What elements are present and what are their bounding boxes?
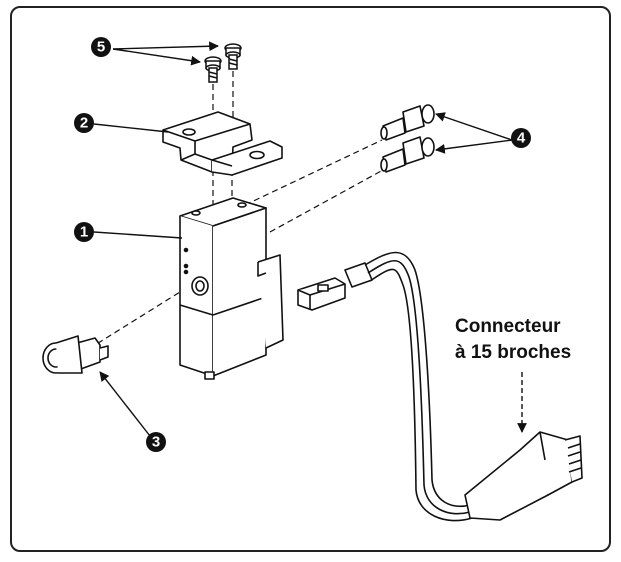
mounting-bracket <box>162 111 283 176</box>
silencer-fitting <box>42 335 109 374</box>
screw-right <box>224 43 242 70</box>
svg-text:1: 1 <box>80 224 88 241</box>
upper-fitting-1 <box>380 104 435 141</box>
valve-body <box>179 197 284 380</box>
svg-text:3: 3 <box>152 434 160 451</box>
svg-text:2: 2 <box>80 115 88 132</box>
callout-5: 5 <box>91 37 111 57</box>
upper-fitting-2 <box>380 136 435 173</box>
callout-1: 1 <box>74 222 94 242</box>
callout-3: 3 <box>146 432 166 452</box>
cable-harness <box>364 251 473 522</box>
leader-lines <box>93 41 527 437</box>
connector-15-pin <box>464 431 583 521</box>
diagram-frame <box>10 6 611 552</box>
connector-label-line1: Connecteur <box>455 316 561 337</box>
small-connector <box>297 262 373 311</box>
svg-text:5: 5 <box>97 39 105 56</box>
connector-label: Connecteur à 15 broches <box>455 314 571 366</box>
connector-label-line2: à 15 broches <box>455 342 572 363</box>
svg-text:4: 4 <box>517 130 526 147</box>
callout-2: 2 <box>74 113 94 133</box>
callout-4: 4 <box>511 128 531 148</box>
screw-left <box>204 56 222 83</box>
